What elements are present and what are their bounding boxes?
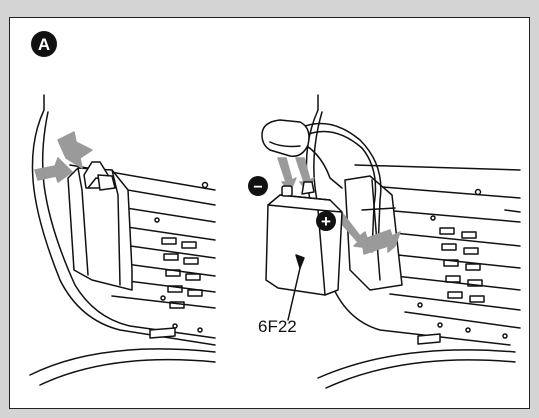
snap-connector — [261, 119, 310, 158]
battery-leader-line — [287, 267, 301, 321]
plus-symbol: + — [321, 212, 331, 231]
battery-label: 6F22 — [258, 317, 297, 336]
battery-cover — [67, 161, 133, 291]
minus-symbol: − — [253, 179, 262, 196]
plus-terminal-icon: + — [316, 211, 336, 231]
step-badge: A — [31, 31, 57, 57]
step-badge-letter: A — [38, 35, 50, 54]
slide-arrows — [34, 131, 93, 183]
minus-terminal-icon: − — [248, 176, 268, 196]
battery-6f22 — [265, 181, 343, 321]
